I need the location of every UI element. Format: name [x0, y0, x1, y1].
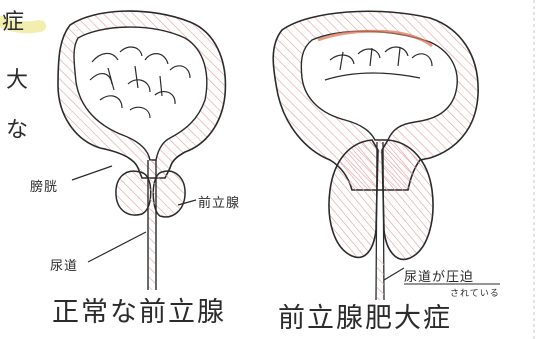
normal-prostate-caption: 正常な前立腺: [52, 290, 226, 329]
bladder-leader-line: [72, 166, 112, 180]
bph-urethra-leader-line: [384, 268, 404, 280]
prostate-label: 前立腺: [198, 192, 240, 211]
bph-urethra-sublabel: されている: [450, 286, 500, 299]
bladder-label: 膀胱: [30, 176, 58, 195]
side-text-char-3: な: [6, 112, 29, 144]
normal-prostate-diagram: [58, 11, 225, 290]
bph-caption: 前立腺肥大症: [278, 296, 452, 335]
side-text-char-2: 大: [6, 62, 29, 94]
prostate-left-lobe: [116, 171, 151, 215]
urethra-leader-line: [88, 232, 146, 262]
bph-urethra-fill: [377, 258, 384, 300]
urethra-fill: [149, 160, 155, 290]
urethra-label: 尿道: [50, 255, 78, 274]
bph-urethra-label: 尿道が圧迫: [404, 266, 474, 285]
prostate-right-lobe: [153, 171, 185, 217]
bph-diagram: [273, 11, 500, 300]
side-text-char-1: 症: [2, 4, 25, 36]
